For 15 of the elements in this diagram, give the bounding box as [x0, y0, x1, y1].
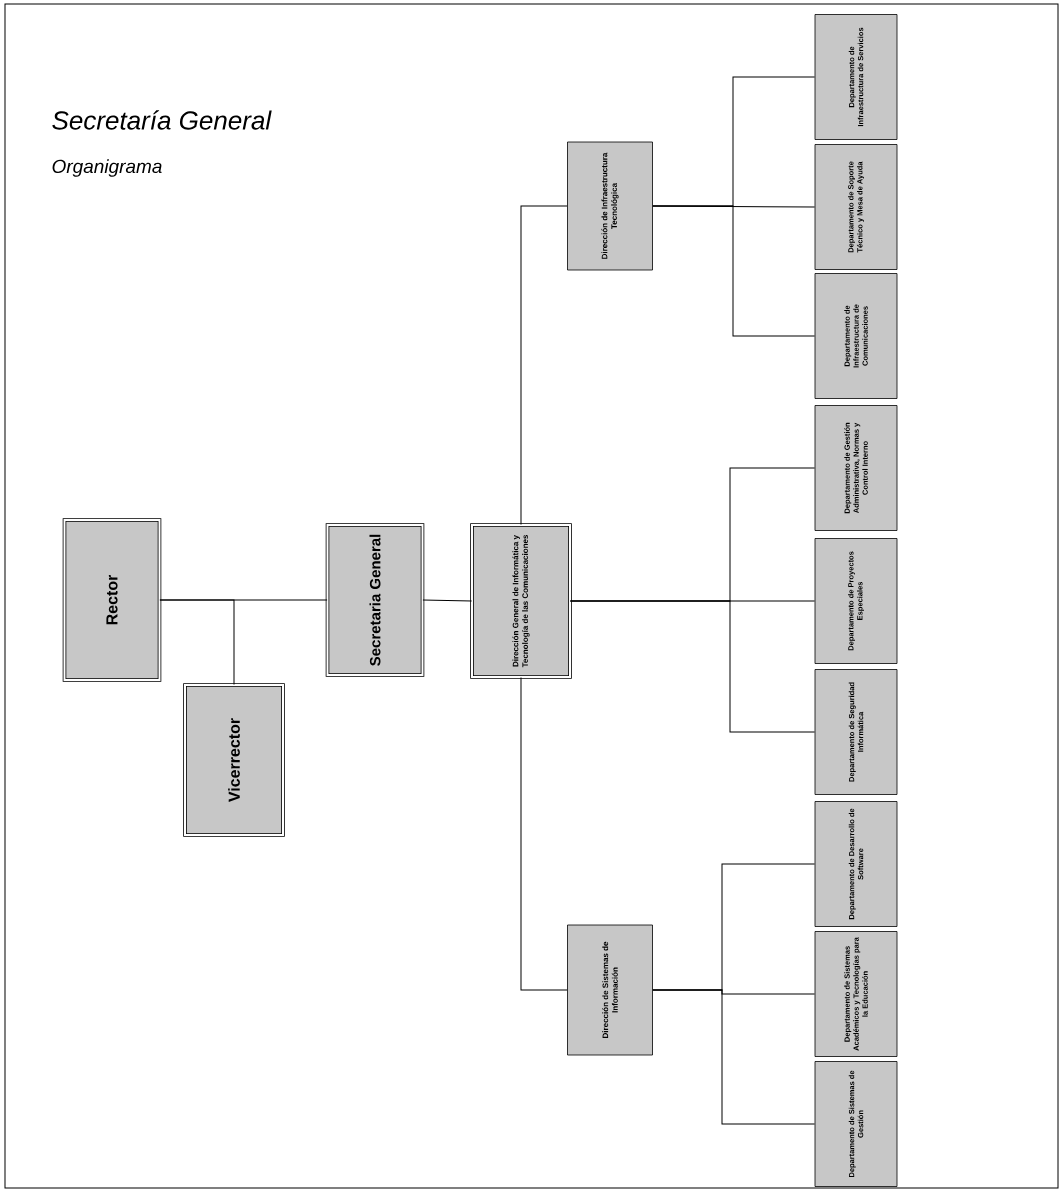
org-box: Vicerrector — [183, 683, 285, 837]
connector-line — [520, 676, 568, 991]
connector-line — [422, 599, 473, 602]
org-box: Rector — [62, 518, 162, 682]
org-box: Dirección General de Informática y Tecnología de las Comunicaciones — [470, 523, 572, 679]
subtitle: Organigrama — [52, 159, 162, 177]
title: Secretaría General — [52, 110, 272, 130]
connector-line — [159, 599, 328, 601]
connector-line — [652, 205, 816, 337]
connector-line — [569, 600, 816, 733]
connector-line — [520, 205, 568, 526]
org-box: Dirección de Infraestructura Tecnológica — [567, 141, 653, 271]
connector-line — [652, 989, 816, 1125]
org-box: Secretaria General — [325, 523, 425, 677]
org-box: Dirección de Sistemas de Información — [567, 924, 653, 1056]
